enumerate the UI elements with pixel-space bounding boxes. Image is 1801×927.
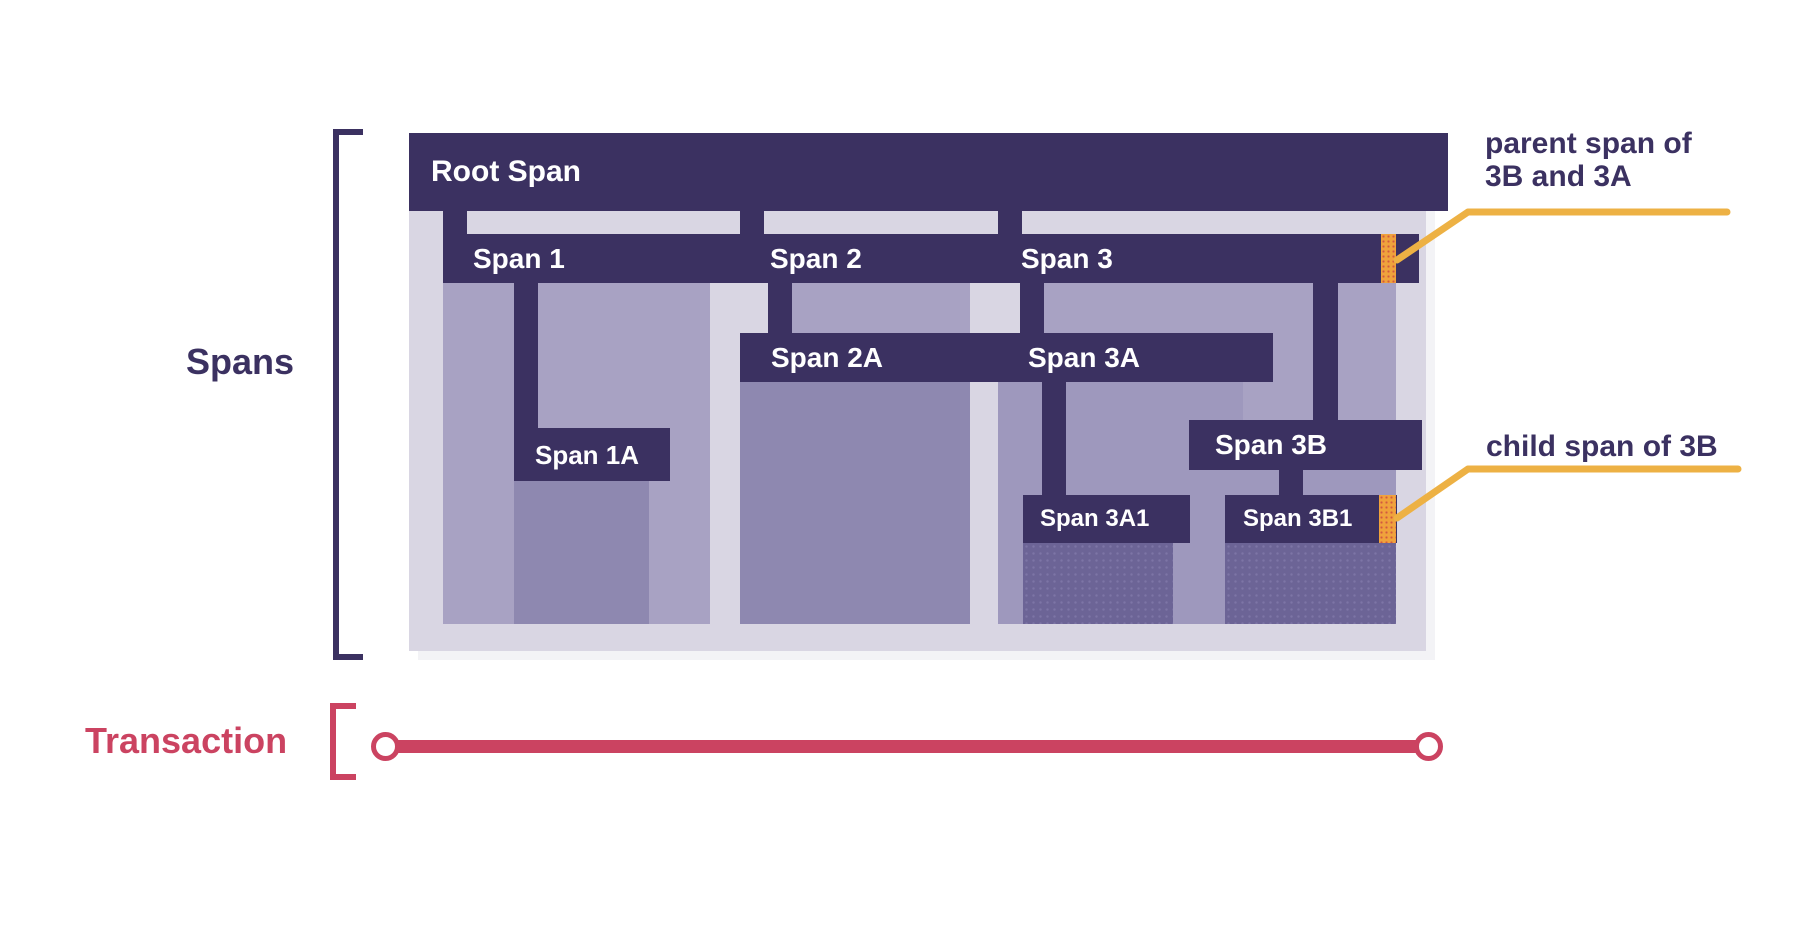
- span3b-to-span3b1-connector: [1279, 470, 1303, 495]
- span3b-bar: Span 3B: [1189, 420, 1422, 470]
- root-span-bar: Root Span: [409, 133, 1448, 211]
- parent-span-annotation-line1: parent span of: [1485, 127, 1692, 160]
- span3a-to-span3a1-connector: [1042, 382, 1066, 496]
- span3b1-bar: Span 3B1: [1225, 495, 1397, 543]
- parent-span-annotation: parent span of 3B and 3A: [1485, 127, 1692, 193]
- parent-span-annotation-line2: 3B and 3A: [1485, 160, 1632, 193]
- span2-bar: Span 2: [740, 234, 1000, 283]
- span2-duration-region: [792, 283, 970, 333]
- span2a-label: Span 2A: [771, 341, 884, 373]
- span2a-bar: Span 2A: [740, 333, 1001, 382]
- span3a1-duration-region: [1023, 543, 1173, 624]
- span3-parent-highlight-marker: [1381, 234, 1396, 283]
- span3a1-label: Span 3A1: [1040, 505, 1150, 532]
- transaction-timeline: [385, 740, 1428, 753]
- span3a-label: Span 3A: [1028, 341, 1141, 373]
- transaction-legend-label: Transaction: [85, 720, 288, 761]
- span3b1-child-highlight-marker: [1379, 495, 1396, 543]
- parent-callout-line: [1393, 208, 1731, 264]
- root-to-span3-connector: [998, 211, 1022, 235]
- root-to-span1-connector: [443, 211, 467, 235]
- transaction-start-point: [371, 732, 400, 761]
- transaction-end-point: [1414, 732, 1443, 761]
- span2-label: Span 2: [770, 242, 862, 274]
- spans-legend-label: Spans: [186, 341, 295, 382]
- root-span-label: Root Span: [431, 155, 581, 188]
- span3-to-span3b-connector: [1313, 283, 1338, 420]
- span3b1-label: Span 3B1: [1243, 505, 1353, 532]
- spans-bracket: [333, 129, 363, 660]
- span1-label: Span 1: [473, 242, 565, 274]
- span3b-label: Span 3B: [1215, 429, 1328, 460]
- span3-label: Span 3: [1021, 242, 1113, 274]
- span3b1-duration-region: [1225, 543, 1396, 624]
- root-to-span2-connector: [740, 211, 764, 235]
- span2-to-span2a-connector: [768, 283, 792, 334]
- span3-to-span3a-connector: [1020, 283, 1044, 334]
- span1-bar: Span 1: [443, 234, 740, 283]
- child-span-annotation: child span of 3B: [1486, 430, 1718, 463]
- span2a-duration-region: [740, 382, 970, 624]
- span1-to-span1a-connector: [514, 283, 538, 429]
- span1a-label: Span 1A: [535, 439, 640, 470]
- span1a-bar: Span 1A: [514, 428, 670, 481]
- span1a-duration-region: [514, 481, 649, 624]
- span3-bar: Span 3: [998, 234, 1419, 283]
- child-callout-line: [1393, 465, 1742, 522]
- span3a1-bar: Span 3A1: [1023, 495, 1190, 543]
- transaction-bracket: [330, 703, 356, 780]
- span3a-bar: Span 3A: [998, 333, 1273, 382]
